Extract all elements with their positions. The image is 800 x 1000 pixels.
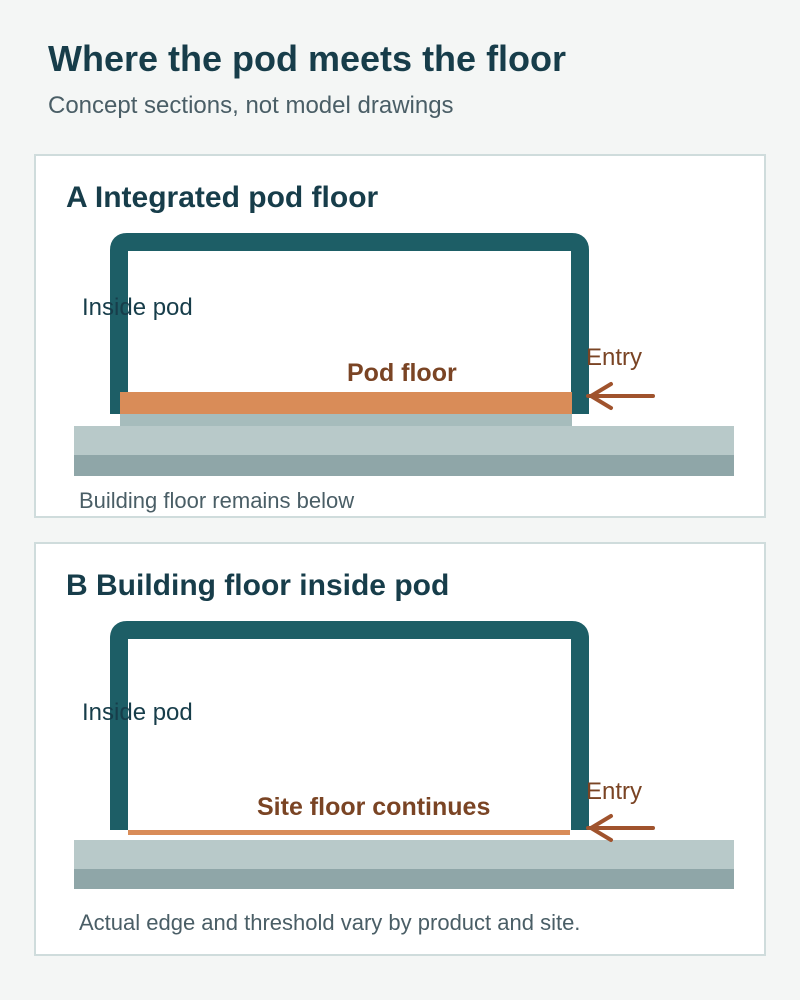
panel-integrated-pod-floor: A Integrated pod floor Inside pod Pod fl…	[34, 154, 766, 518]
entry-label: Entry	[586, 344, 642, 371]
site-floor-label: Site floor continues	[257, 793, 490, 821]
panel-note: Building floor remains below	[79, 488, 354, 513]
panel-note: Actual edge and threshold vary by produc…	[79, 910, 580, 935]
entry-arrow-icon	[586, 814, 655, 842]
pod-shell	[110, 621, 589, 830]
panel-building-floor-inside-pod: B Building floor inside pod Inside pod S…	[34, 542, 766, 956]
entry-arrow-icon	[586, 382, 655, 410]
building-floor-slab	[74, 840, 734, 870]
section-diagram-b: B Building floor inside pod Inside pod S…	[66, 569, 734, 935]
pod-floor-layer	[120, 392, 572, 414]
entry-label: Entry	[586, 778, 642, 805]
inside-pod-label: Inside pod	[82, 294, 193, 321]
panel-title: A Integrated pod floor	[66, 181, 379, 214]
page-title: Where the pod meets the floor	[48, 38, 567, 79]
page-subtitle: Concept sections, not model drawings	[48, 92, 454, 119]
building-floor-base	[74, 455, 734, 476]
building-floor-slab	[74, 426, 734, 456]
section-diagram-a: A Integrated pod floor Inside pod Pod fl…	[66, 181, 734, 513]
building-floor-base	[74, 869, 734, 889]
pod-floor-underlay	[120, 414, 572, 426]
pod-floor-label: Pod floor	[347, 359, 457, 387]
inside-pod-label: Inside pod	[82, 699, 193, 726]
panel-title: B Building floor inside pod	[66, 569, 449, 602]
site-floor-strip	[128, 830, 570, 835]
pod-shell	[110, 233, 589, 414]
